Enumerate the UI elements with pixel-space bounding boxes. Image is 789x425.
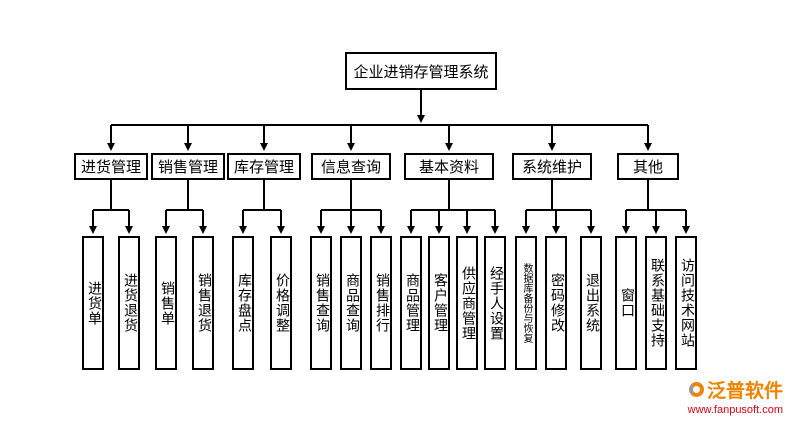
branch-node: 进货管理 <box>74 153 148 180</box>
leaf-node: 密码修改 <box>545 236 567 370</box>
branch-node: 系统维护 <box>512 153 592 180</box>
leaf-node: 退出系统 <box>580 236 602 370</box>
branch-label: 其他 <box>632 160 663 176</box>
leaf-label: 商品管理 <box>404 273 419 333</box>
branch-label: 库存管理 <box>233 160 294 176</box>
branch-label: 销售管理 <box>157 160 218 176</box>
branch-label: 信息查询 <box>320 160 381 176</box>
leaf-node: 访问技术网站 <box>675 236 697 370</box>
leaf-node: 数据库备份与恢复 <box>515 236 537 370</box>
leaf-label: 进货单 <box>86 280 101 326</box>
leaf-label: 销售查询 <box>314 273 329 333</box>
branch-node: 销售管理 <box>151 153 225 180</box>
leaf-label: 经手人设置 <box>488 265 503 341</box>
leaf-node: 销售排行 <box>370 236 392 370</box>
branch-node: 信息查询 <box>311 153 391 180</box>
leaf-node: 商品查询 <box>340 236 362 370</box>
leaf-node: 商品管理 <box>400 236 422 370</box>
leaf-node: 联系基础支持 <box>645 236 667 370</box>
leaf-label: 销售单 <box>159 280 174 326</box>
fanpu-logo-icon <box>688 382 704 397</box>
root-label: 企业进销存管理系统 <box>353 64 489 81</box>
leaf-node: 经手人设置 <box>484 236 506 370</box>
leaf-label: 访问技术网站 <box>679 258 694 348</box>
branch-node: 其他 <box>617 153 679 180</box>
leaf-node: 销售查询 <box>310 236 332 370</box>
leaf-label: 联系基础支持 <box>649 258 664 348</box>
leaf-label: 销售排行 <box>374 273 389 333</box>
leaf-node: 窗口 <box>615 236 637 370</box>
branch-label: 基本资料 <box>418 160 479 176</box>
watermark-brand: 泛普软件 <box>706 381 783 402</box>
leaf-node: 库存盘点 <box>232 236 254 370</box>
leaf-label: 密码修改 <box>549 273 564 333</box>
root-node: 企业进销存管理系统 <box>345 52 497 90</box>
leaf-node: 价格调整 <box>270 236 292 370</box>
leaf-node: 客户管理 <box>428 236 450 370</box>
leaf-node: 进货单 <box>82 236 104 370</box>
leaf-label: 退出系统 <box>584 273 599 333</box>
branch-label: 系统维护 <box>521 160 582 176</box>
watermark-url: www.fanpusoft.com <box>687 404 783 416</box>
leaf-label: 商品查询 <box>344 273 359 333</box>
leaf-label: 客户管理 <box>432 273 447 333</box>
leaf-label: 库存盘点 <box>236 273 251 333</box>
watermark: 泛普软件 www.fanpusoft.com <box>645 376 783 416</box>
leaf-node: 进货退货 <box>118 236 140 370</box>
leaf-label: 价格调整 <box>274 273 289 333</box>
leaf-label: 窗口 <box>619 288 634 318</box>
leaf-label: 数据库备份与恢复 <box>521 263 532 343</box>
leaf-node: 销售单 <box>155 236 177 370</box>
leaf-node: 供应商管理 <box>456 236 478 370</box>
leaf-label: 供应商管理 <box>460 265 475 341</box>
branch-node: 基本资料 <box>404 153 494 180</box>
branch-label: 进货管理 <box>80 160 141 176</box>
branch-node: 库存管理 <box>227 153 301 180</box>
leaf-node: 销售退货 <box>192 236 214 370</box>
leaf-label: 销售退货 <box>196 273 211 333</box>
leaf-label: 进货退货 <box>122 273 137 333</box>
